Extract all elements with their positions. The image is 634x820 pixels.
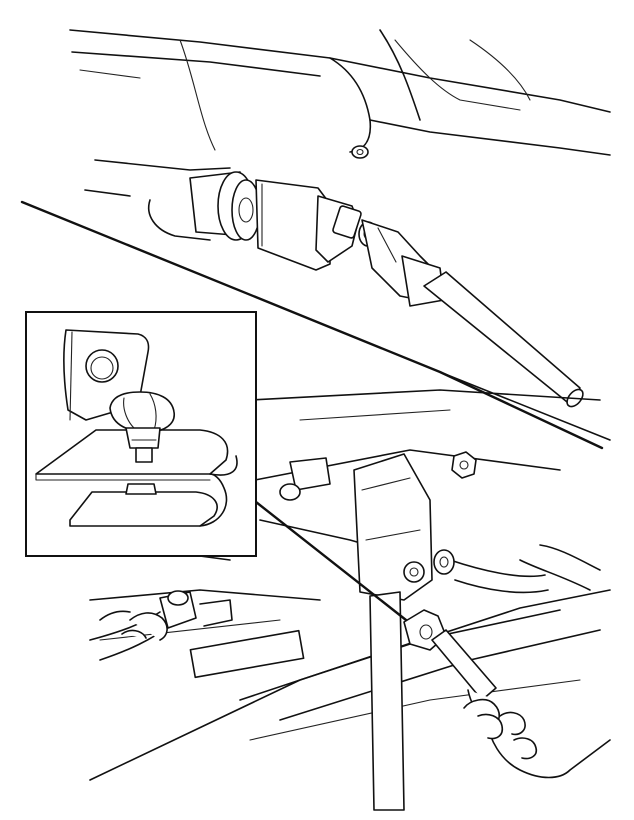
callout-leader: [254, 500, 408, 622]
bracket-with-clip-nut-icon: [35, 329, 238, 527]
body-edge: [20, 200, 611, 450]
inset-detail-box: [25, 311, 257, 557]
propeller-shaft: [189, 171, 584, 408]
upper-body-panel: [69, 29, 611, 241]
wrench-and-hands: [99, 544, 611, 779]
lower-chassis: [79, 389, 611, 811]
